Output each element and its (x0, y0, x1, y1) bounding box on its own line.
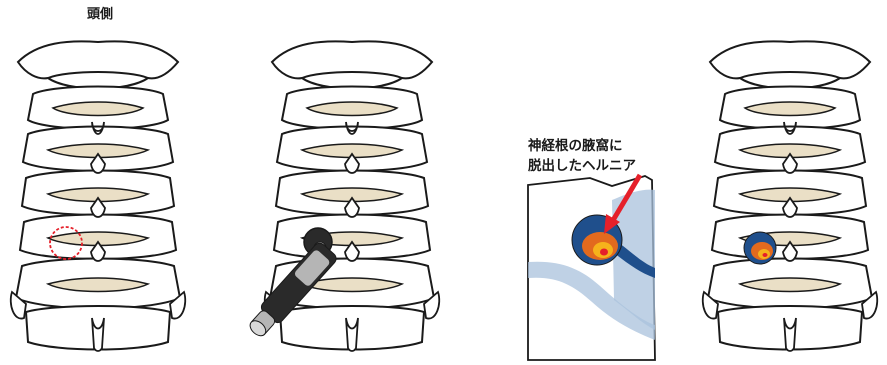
panel-1-spine (11, 41, 186, 351)
panel-2-spine (244, 41, 439, 351)
callout-line-1: 神経根の腋窩に (528, 137, 623, 154)
panel-4-spine (703, 41, 878, 351)
panel-3-closeup: 神経根の腋窩に 脱出したヘルニア (528, 137, 655, 360)
cranial-label: 頭側 (87, 6, 113, 22)
hernia-highlight (744, 232, 776, 264)
callout-line-2: 脱出したヘルニア (528, 157, 636, 174)
